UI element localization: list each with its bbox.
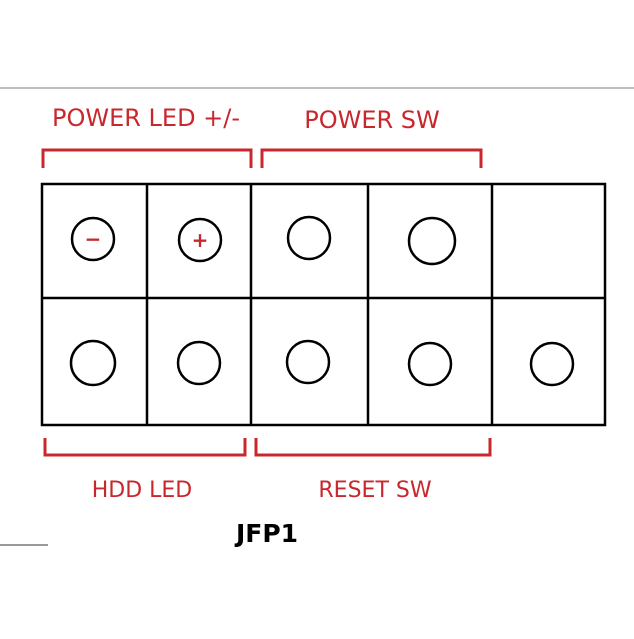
reset-sw-bracket (254, 438, 492, 457)
connector-title: JFP1 (234, 519, 298, 548)
power-sw-label: POWER SW (304, 106, 440, 134)
minus-sign: − (85, 227, 102, 251)
pin-hdd-led-1 (69, 339, 117, 387)
pin-reset-sw-1 (285, 339, 331, 385)
pin-hdd-led-2 (176, 340, 222, 386)
pin-extra (529, 341, 575, 387)
power-led-bracket (41, 148, 253, 168)
pin-power-led-plus (177, 217, 223, 263)
pin-reset-sw-2 (407, 341, 453, 387)
pin-power-led-minus (70, 216, 116, 262)
hdd-led-label: HDD LED (92, 478, 193, 503)
plus-sign: + (192, 228, 209, 252)
reset-sw-label: RESET SW (318, 478, 431, 503)
power-sw-bracket (260, 148, 483, 168)
pin-power-sw-2 (407, 216, 457, 266)
power-led-label: POWER LED +/- (52, 104, 240, 132)
pin-power-sw-1 (286, 215, 332, 261)
hdd-led-bracket (43, 438, 247, 457)
connector-grid (40, 182, 607, 427)
